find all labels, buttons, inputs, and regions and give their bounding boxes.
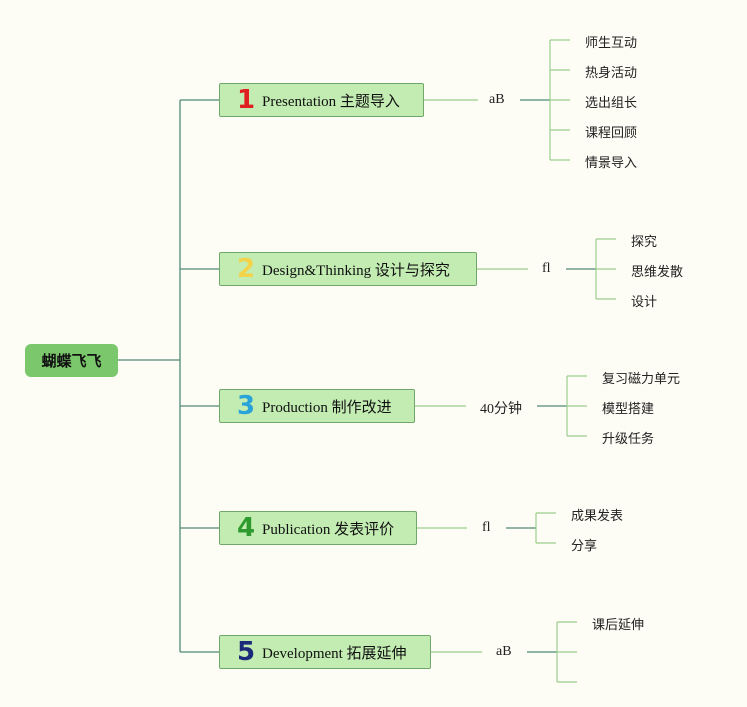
leaf-item[interactable]: 课后延伸 (592, 618, 645, 633)
branch-note: fl (482, 520, 491, 535)
branch-note: aB (489, 92, 505, 107)
leaf-item[interactable]: 成果发表 (571, 509, 624, 524)
branch-label: Development 拓展延伸 (262, 645, 407, 662)
branch-note: fl (542, 261, 551, 276)
branch-label: Production 制作改进 (262, 399, 392, 416)
number-5-icon: 5 (236, 637, 256, 667)
branch-note: 40分钟 (480, 402, 522, 417)
number-2-icon: 2 (236, 254, 256, 284)
leaf-item[interactable]: 设计 (631, 295, 658, 310)
leaf-item[interactable]: 师生互动 (585, 36, 638, 51)
branch-presentation[interactable]: 1 Presentation 主题导入 (219, 83, 424, 117)
leaf-item[interactable]: 复习磁力单元 (602, 372, 681, 387)
leaf-item[interactable]: 选出组长 (585, 96, 638, 111)
branch-production[interactable]: 3 Production 制作改进 (219, 389, 415, 423)
root-label: 蝴蝶飞飞 (41, 352, 102, 370)
leaf-item[interactable]: 探究 (631, 235, 658, 250)
number-3-icon: 3 (236, 391, 256, 421)
leaf-item[interactable]: 思维发散 (631, 265, 684, 280)
leaf-item[interactable]: 课程回顾 (585, 126, 638, 141)
branch-design-thinking[interactable]: 2 Design&Thinking 设计与探究 (219, 252, 477, 286)
branch-label: Design&Thinking 设计与探究 (262, 262, 450, 279)
number-4-icon: 4 (236, 513, 256, 543)
branch-label: Presentation 主题导入 (262, 93, 400, 110)
root-node[interactable]: 蝴蝶飞飞 (25, 344, 118, 377)
number-1-icon: 1 (236, 85, 256, 115)
branch-note: aB (496, 644, 512, 659)
leaf-item[interactable]: 升级任务 (602, 432, 655, 447)
branch-label: Publication 发表评价 (262, 521, 395, 538)
leaf-item[interactable]: 情景导入 (585, 156, 638, 171)
branch-publication[interactable]: 4 Publication 发表评价 (219, 511, 417, 545)
leaf-item[interactable]: 模型搭建 (602, 402, 655, 417)
leaf-item[interactable]: 分享 (571, 539, 598, 554)
branch-development[interactable]: 5 Development 拓展延伸 (219, 635, 431, 669)
leaf-item[interactable]: 热身活动 (585, 66, 638, 81)
